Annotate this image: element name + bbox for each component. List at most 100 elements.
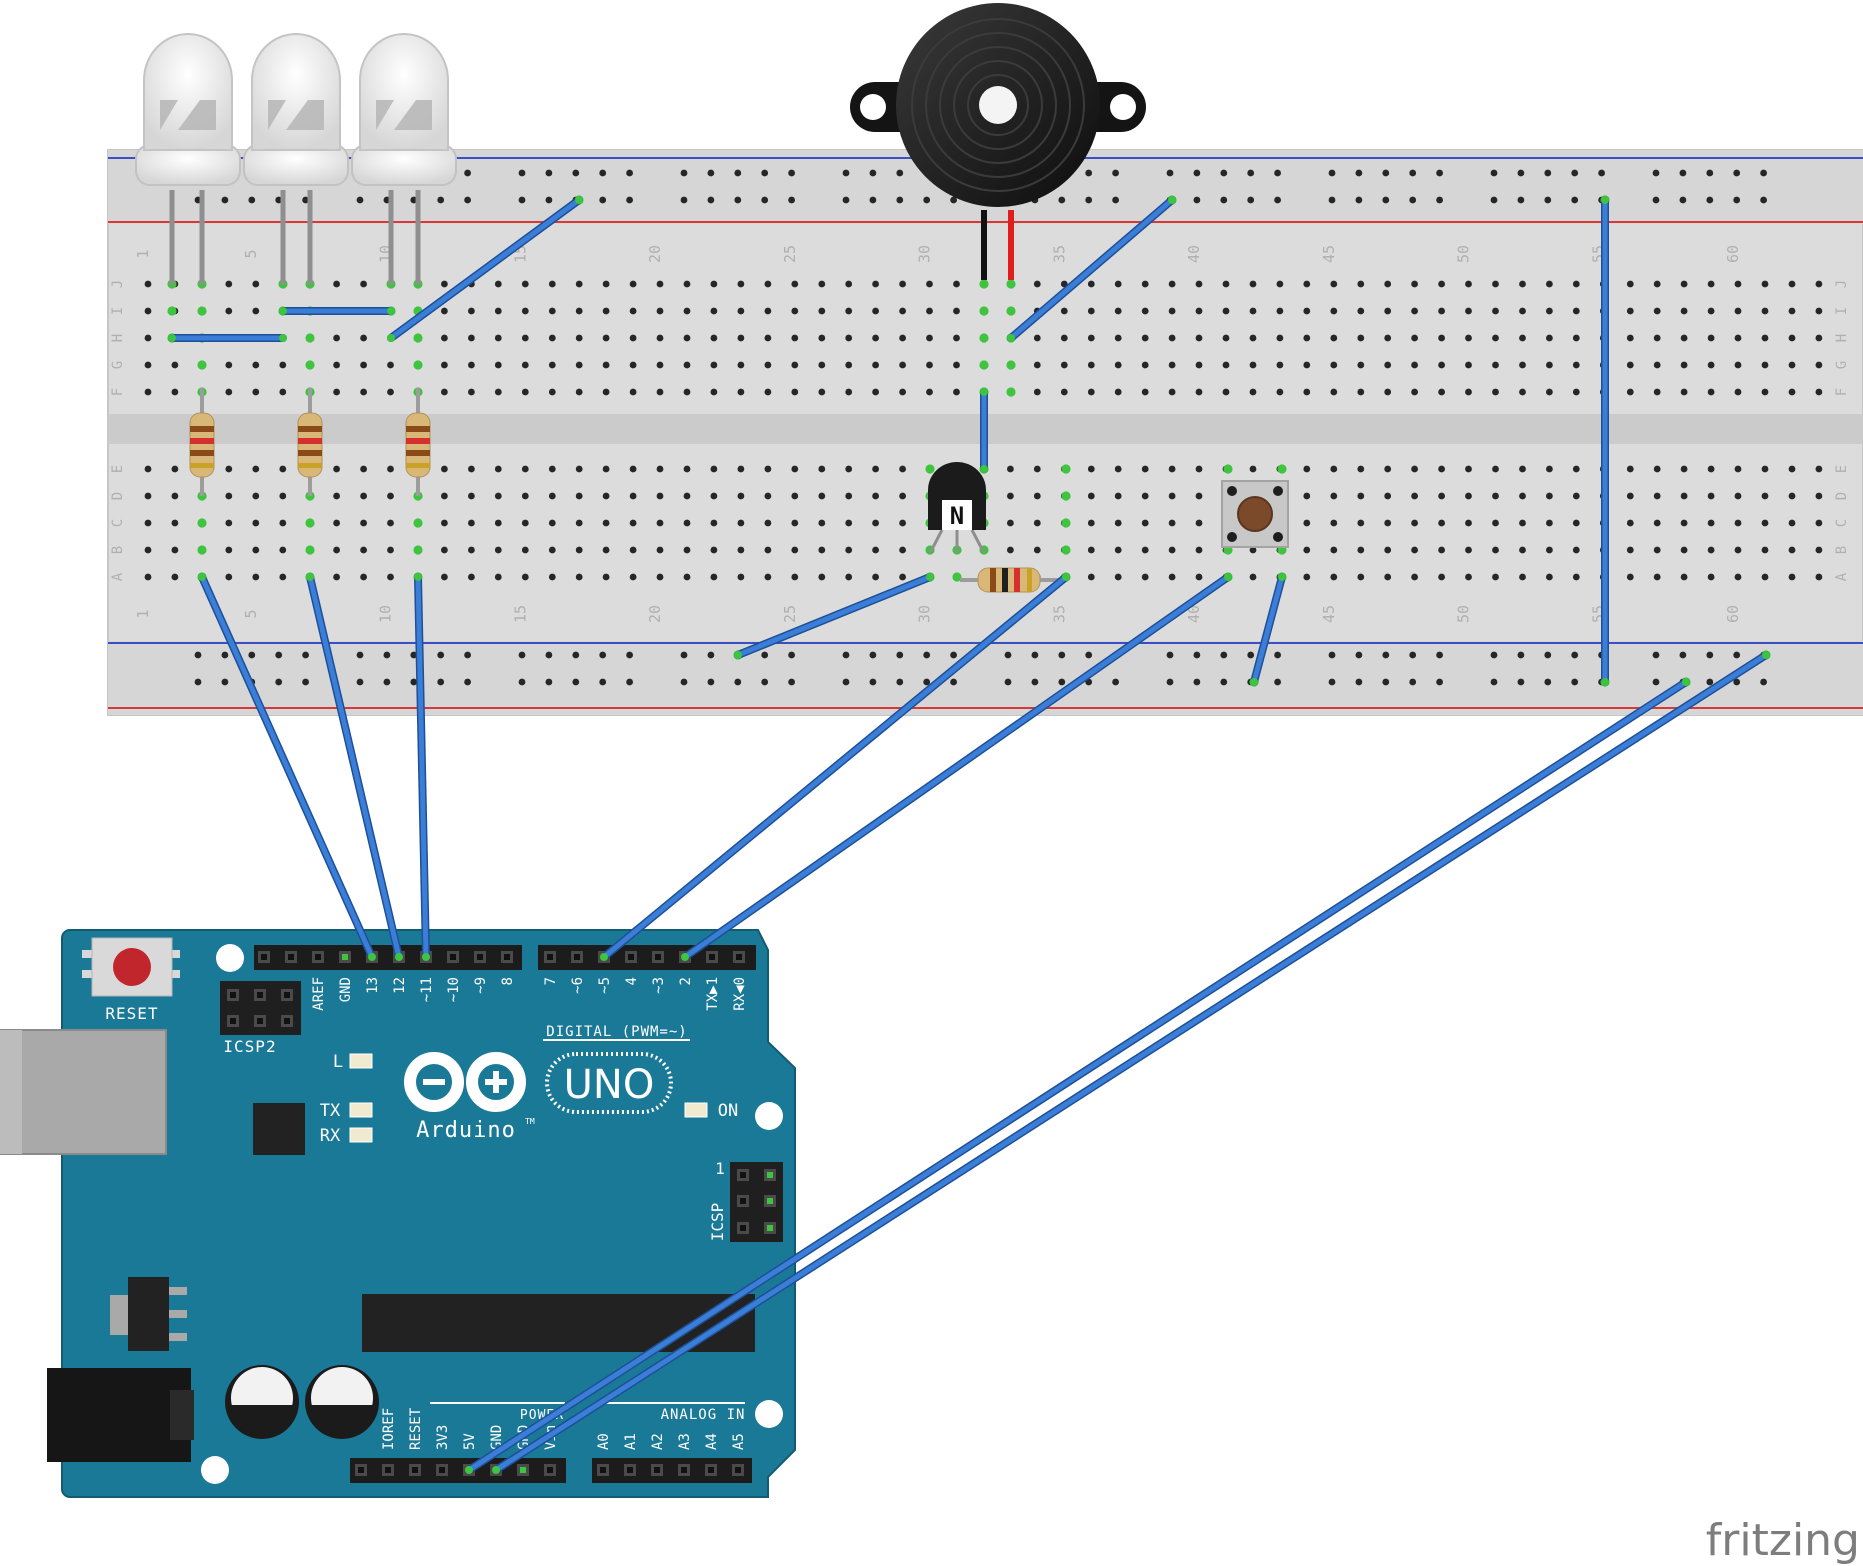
analog-pin-label: A5 <box>731 1433 747 1450</box>
wire-gnd-rail[interactable] <box>492 651 1770 1474</box>
breadboard-hole <box>710 573 718 581</box>
wire-rail-bridge[interactable] <box>1601 196 1609 686</box>
rail-hole <box>950 651 957 659</box>
resistor-3 <box>405 388 431 496</box>
breadboard-hole <box>737 361 745 369</box>
rail-hole <box>221 651 229 659</box>
header-pin-hole <box>284 992 290 998</box>
analog-pin-label: A4 <box>704 1433 720 1450</box>
breadboard-hole <box>1519 307 1526 315</box>
wire-led2-led3[interactable] <box>279 307 395 315</box>
header-pin-hole <box>655 954 661 960</box>
breadboard-hole <box>171 519 179 527</box>
breadboard-hole <box>1114 492 1122 500</box>
breadboard-hole <box>468 573 475 581</box>
breadboard-hole <box>656 361 664 369</box>
breadboard-hole <box>1141 334 1149 342</box>
connected-hole <box>305 545 315 555</box>
rail-hole <box>707 678 715 686</box>
breadboard-hole <box>629 573 637 581</box>
rail-hole <box>1490 196 1498 204</box>
breadboard-hole <box>171 361 179 369</box>
breadboard-hole <box>1572 465 1580 473</box>
header-pin-hole <box>547 1467 553 1473</box>
rail-hole <box>1058 196 1066 204</box>
push-button[interactable] <box>1221 480 1289 548</box>
breadboard-hole <box>764 307 772 315</box>
wire-transistor-emitter[interactable] <box>734 573 934 659</box>
breadboard-hole <box>1492 307 1499 315</box>
wire-led3-gndrail[interactable] <box>387 196 583 342</box>
rail-hole <box>410 651 418 659</box>
breadboard-hole <box>171 573 179 581</box>
wire-pin11-led3[interactable] <box>414 573 430 961</box>
breadboard-hole <box>656 307 664 315</box>
wire-buzzer-transistor[interactable] <box>980 388 988 473</box>
breadboard-hole <box>1357 388 1365 396</box>
rail-hole <box>761 651 769 659</box>
breadboard-hole <box>521 465 529 473</box>
breadboard-hole <box>494 465 502 473</box>
wire-pin12-led2[interactable] <box>306 573 403 961</box>
rail-hole <box>1004 651 1012 659</box>
breadboard-hole <box>360 465 367 473</box>
connected-hole <box>1006 387 1016 397</box>
breadboard-hole <box>845 573 853 581</box>
breadboard-hole <box>1141 307 1149 315</box>
rail-hole <box>1247 169 1255 177</box>
breadboard-hole <box>225 492 233 500</box>
breadboard-hole <box>521 361 529 369</box>
breadboard-hole <box>1761 361 1769 369</box>
breadboard-hole <box>1653 361 1661 369</box>
push-button-cap[interactable] <box>1237 496 1273 532</box>
breadboard-hole <box>441 280 448 288</box>
breadboard-hole <box>1330 280 1338 288</box>
breadboard-hole <box>1626 307 1634 315</box>
breadboard-hole <box>1168 361 1176 369</box>
rail-hole <box>437 678 445 686</box>
reset-button-cap[interactable] <box>113 948 151 986</box>
wire-pin2-button[interactable] <box>681 573 1232 961</box>
rail-hole <box>869 678 877 686</box>
breadboard-hole <box>683 492 691 500</box>
wire-pin13-led1[interactable] <box>198 573 376 961</box>
connected-hole <box>1061 491 1071 501</box>
header-digital-low <box>538 945 756 970</box>
header-pin-hole <box>230 992 236 998</box>
breadboard-hole <box>1546 388 1553 396</box>
breadboard-hole <box>1465 492 1472 500</box>
breadboard-hole <box>1303 546 1311 554</box>
breadboard-hole <box>144 573 152 581</box>
rail-hole <box>1382 678 1390 686</box>
rail-hole <box>923 196 931 204</box>
breadboard-hole <box>1707 388 1715 396</box>
breadboard-hole <box>225 388 233 396</box>
column-number-top: 1 <box>134 249 152 258</box>
rail-hole <box>1274 651 1281 659</box>
power-analog-header-pins <box>355 1464 744 1476</box>
breadboard-bottom-rail-area <box>108 641 1863 715</box>
connected-hole <box>197 360 207 370</box>
breadboard-hole <box>333 280 340 288</box>
breadboard-hole <box>1033 546 1041 554</box>
breadboard-hole <box>791 388 799 396</box>
wire-5v-rail[interactable] <box>465 678 1690 1474</box>
breadboard-hole <box>1060 388 1068 396</box>
breadboard-hole <box>1141 465 1149 473</box>
row-letter: D <box>1834 492 1850 500</box>
wire-buzzer-gndrail[interactable] <box>1007 196 1176 342</box>
wire-pin5-transistor[interactable] <box>600 573 1070 961</box>
arduino-board <box>61 929 796 1498</box>
wire-led1-anode[interactable] <box>168 334 287 342</box>
breadboard-hole <box>521 388 529 396</box>
breadboard-hole <box>737 388 745 396</box>
breadboard-hole <box>1653 573 1661 581</box>
rail-hole <box>1058 651 1066 659</box>
breadboard-hole <box>1033 280 1041 288</box>
breadboard-hole <box>1168 388 1176 396</box>
breadboard-hole <box>1788 334 1796 342</box>
wire-button-rail[interactable] <box>1250 573 1286 686</box>
breadboard-hole <box>818 307 826 315</box>
breadboard-hole <box>1357 465 1365 473</box>
rail-hole <box>464 196 471 204</box>
